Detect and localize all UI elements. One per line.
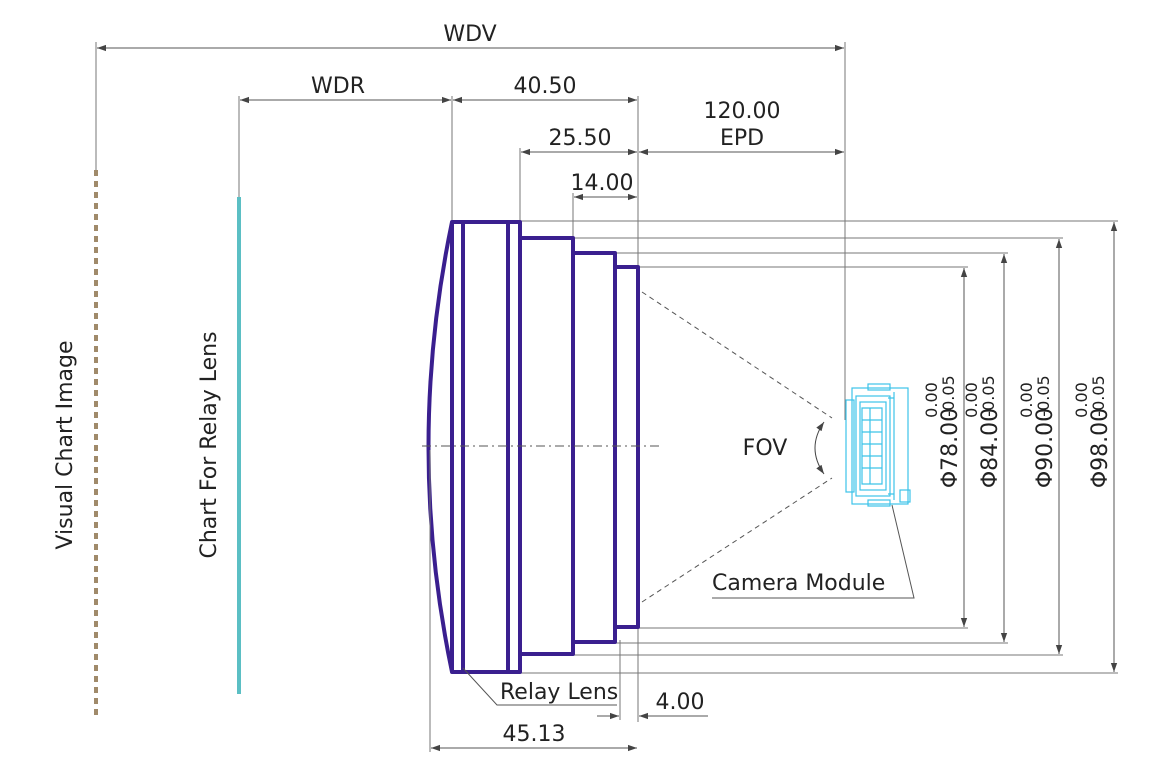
diameter-90-tol-upper: 0.00 [1017, 382, 1036, 418]
diameter-78-main: Φ78.00 [938, 408, 963, 488]
visual-chart-image-label: Visual Chart Image [53, 340, 78, 549]
camera-module-label: Camera Module [712, 571, 885, 596]
dim-14: 14.00 [571, 171, 637, 237]
relay-lens-label: Relay Lens [500, 680, 618, 705]
diameter-98-tol-upper: 0.00 [1072, 382, 1091, 418]
epd-label: EPD [720, 126, 764, 151]
wdr-label: WDR [311, 74, 365, 99]
diameter-84-main: Φ84.00 [978, 408, 1003, 488]
diameter-label-84: Φ84.00 0.00 -0.05 [962, 375, 1003, 488]
dim-45-13: 45.13 [429, 450, 637, 752]
relay-lens-callout: Relay Lens [462, 667, 618, 706]
fov-label: FOV [743, 436, 788, 461]
diameter-label-98: Φ98.00 0.00 -0.05 [1072, 375, 1113, 488]
dim-25-50: 25.50 [519, 126, 637, 222]
wdv-dimension: WDV [95, 22, 846, 420]
diameter-78-tol-upper: 0.00 [922, 382, 941, 418]
diameter-98-main: Φ98.00 [1088, 408, 1113, 488]
dim-14-label: 14.00 [571, 171, 634, 196]
dim-25-50-label: 25.50 [549, 126, 612, 151]
diameter-84-tol-lower: -0.05 [979, 375, 998, 416]
diameter-98-tol-lower: -0.05 [1089, 375, 1108, 416]
diameter-label-78: Φ78.00 0.00 -0.05 [922, 375, 963, 488]
diameter-extensions [520, 220, 1118, 674]
diameter-84-tol-upper: 0.00 [962, 382, 981, 418]
camera-module [845, 383, 911, 507]
dim-45-13-label: 45.13 [503, 722, 566, 747]
camera-module-callout: Camera Module [712, 504, 915, 599]
dim-4-label: 4.00 [656, 690, 705, 715]
diameter-label-90: Φ90.00 0.00 -0.05 [1017, 375, 1058, 488]
diameter-78-tol-lower: -0.05 [939, 375, 958, 416]
diameter-90-main: Φ90.00 [1033, 408, 1058, 488]
fov-cone: FOV [641, 291, 833, 603]
dim-4: 4.00 [597, 640, 708, 720]
dim-120-epd: 120.00 EPD [639, 99, 844, 156]
chart-for-relay-lens-label: Chart For Relay Lens [197, 331, 222, 558]
wdv-label: WDV [443, 22, 496, 47]
dim-120-label: 120.00 [704, 99, 781, 124]
dim-40-50-label: 40.50 [514, 74, 577, 99]
wdr-dimension: WDR [238, 74, 451, 197]
relay-lens-body [426, 220, 640, 674]
front-lens-curve [426, 221, 454, 673]
diameter-90-tol-lower: -0.05 [1034, 375, 1053, 416]
diameter-dimensions [960, 222, 1118, 672]
